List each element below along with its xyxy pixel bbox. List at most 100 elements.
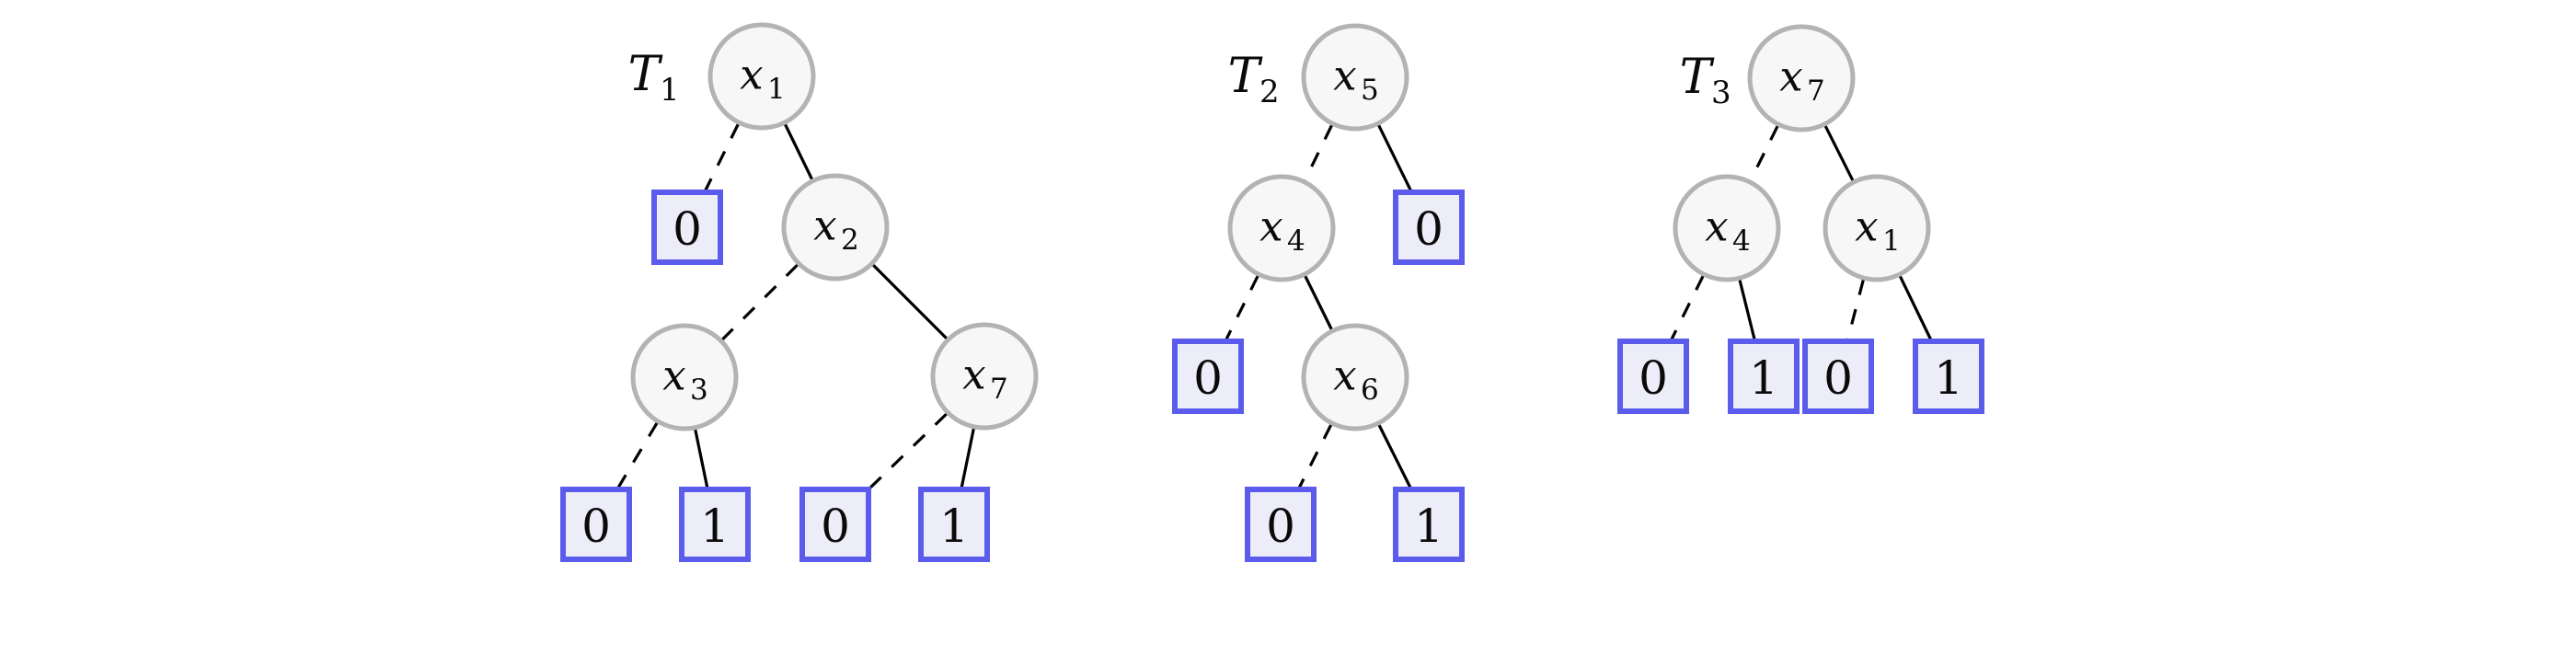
tree-leaf-t3-1[interactable]: 1 <box>1728 339 1800 414</box>
tree-leaf-t1-1[interactable]: 1 <box>918 487 990 562</box>
tree-edge-solid-1 <box>1823 125 1855 181</box>
node-variable-index: 5 <box>1361 74 1379 107</box>
leaf-value: 1 <box>939 500 969 553</box>
tree-edge-dashed-0 <box>1669 275 1705 342</box>
tree-leaf-t2-0[interactable]: 0 <box>1245 487 1317 562</box>
tree-leaf-t2-1[interactable]: 1 <box>1393 487 1465 562</box>
node-variable-index: 7 <box>990 373 1008 406</box>
tree-leaf-t2-0[interactable]: 0 <box>1393 190 1465 265</box>
tree-title-index: 1 <box>660 72 680 109</box>
tree-leaf-t1-0[interactable]: 0 <box>799 487 871 562</box>
node-circle <box>781 173 890 282</box>
tree-edge-solid-1 <box>1304 275 1333 330</box>
leaf-box <box>1617 339 1689 414</box>
tree-title-index: 2 <box>1259 74 1280 110</box>
node-variable-index: 2 <box>841 224 859 257</box>
tree-leaf-t1-0[interactable]: 0 <box>651 190 723 265</box>
leaf-box <box>1728 339 1800 414</box>
node-variable-index: 1 <box>767 73 786 106</box>
tree-leaf-t3-0[interactable]: 0 <box>1617 339 1689 414</box>
node-variable-name: x <box>813 201 836 250</box>
tree-edge-dashed-0 <box>1303 124 1334 181</box>
tree-edge-dashed-0 <box>1296 424 1333 490</box>
leaf-box <box>1393 190 1465 265</box>
tree-title-base: T <box>1680 50 1715 105</box>
node-variable-name: x <box>1259 202 1282 251</box>
node-circle <box>930 322 1039 431</box>
node-variable-index: 6 <box>1361 373 1379 407</box>
node-variable-index: 4 <box>1287 224 1305 258</box>
tree-edge-dashed-0 <box>615 421 659 490</box>
tree-leaf-t2-0[interactable]: 0 <box>1172 339 1244 414</box>
node-variable-name: x <box>662 351 685 400</box>
leaf-box <box>651 190 723 265</box>
node-variable-index: 1 <box>1882 224 1901 258</box>
tree-leaf-t3-0[interactable]: 0 <box>1802 339 1874 414</box>
tree-edge-dashed-0 <box>867 412 948 491</box>
leaf-box <box>1172 339 1244 414</box>
tree-edge-dashed-0 <box>1749 125 1779 181</box>
tree-edge-solid-1 <box>1377 124 1413 193</box>
node-variable-name: x <box>740 51 763 99</box>
leaf-value: 0 <box>1414 202 1443 256</box>
leaf-value: 0 <box>1823 351 1853 405</box>
node-circle <box>1823 174 1931 282</box>
leaf-box <box>1393 487 1465 562</box>
node-circle <box>1673 174 1781 282</box>
leaf-box <box>799 487 871 562</box>
tree-edge-solid-1 <box>1377 424 1413 490</box>
leaf-box <box>679 487 751 562</box>
leaf-value: 0 <box>1193 351 1223 405</box>
tree-edge-dashed-0 <box>1846 279 1865 342</box>
node-circle <box>1747 24 1856 132</box>
tree-title-base: T <box>628 47 663 102</box>
tree-leaf-t3-1[interactable]: 1 <box>1913 339 1984 414</box>
node-circle <box>1301 23 1409 132</box>
leaf-value: 0 <box>581 500 611 553</box>
tree-edge-dashed-0 <box>703 123 740 193</box>
node-variable-name: x <box>1705 202 1728 251</box>
tree-edge-solid-1 <box>783 123 814 180</box>
tree-edge-dashed-0 <box>1224 275 1259 342</box>
leaf-value: 1 <box>1934 351 1963 405</box>
node-circle <box>1301 323 1409 431</box>
node-variable-index: 7 <box>1807 75 1825 108</box>
leaf-value: 1 <box>700 500 730 553</box>
node-variable-name: x <box>962 350 985 399</box>
tree-edge-solid-1 <box>694 429 709 490</box>
edges-layer <box>615 123 1934 491</box>
tree-edge-dashed-0 <box>721 263 799 341</box>
tree-leaf-t1-1[interactable]: 1 <box>679 487 751 562</box>
node-variable-name: x <box>1779 52 1802 101</box>
tree-edge-solid-1 <box>960 428 975 490</box>
leaf-value: 0 <box>1266 500 1295 553</box>
tree-edge-solid-1 <box>871 263 949 340</box>
leaf-value: 0 <box>1639 351 1668 405</box>
node-variable-name: x <box>1855 202 1878 251</box>
node-variable-name: x <box>1333 52 1356 100</box>
leaf-value: 1 <box>1414 500 1443 553</box>
node-circle <box>1227 174 1336 282</box>
tree-title-index: 3 <box>1711 75 1731 111</box>
tree-title-base: T <box>1228 49 1263 104</box>
tree-leaf-t1-0[interactable]: 0 <box>560 487 632 562</box>
node-variable-index: 3 <box>690 373 708 407</box>
leaf-box <box>1245 487 1317 562</box>
leaf-value: 0 <box>673 202 702 256</box>
